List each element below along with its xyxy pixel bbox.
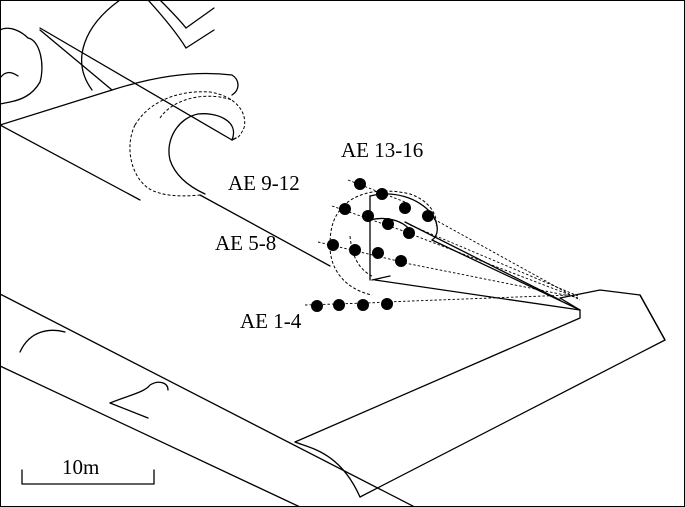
sensor-dot: [327, 239, 339, 251]
sensor-dot: [372, 247, 384, 259]
rock-outline-left: [0, 27, 43, 105]
label-ae-9-12: AE 9-12: [228, 171, 300, 195]
sensor-dot: [403, 227, 415, 239]
sensor-group-ae-13-16: [347, 178, 434, 222]
sensor-dot: [311, 300, 323, 312]
tunnel-collar: [129, 91, 246, 197]
sensor-dot: [333, 299, 345, 311]
label-ae-1-4: AE 1-4: [240, 309, 302, 333]
sensor-dot: [399, 202, 411, 214]
label-ae-5-8: AE 5-8: [215, 231, 276, 255]
sensor-dot: [339, 203, 351, 215]
sensor-dot: [381, 298, 393, 310]
label-ae-13-16: AE 13-16: [341, 138, 423, 162]
drift-collar: [329, 190, 437, 296]
main-tunnel: [0, 27, 581, 507]
sensor-dot: [395, 255, 407, 267]
sensor-group-ae-1-4: [304, 298, 396, 312]
sensor-group-ae-5-8: [317, 239, 407, 267]
rock-detail: [0, 71, 19, 79]
sensor-group-ae-9-12: [331, 203, 415, 239]
scale-bar: 10m: [21, 455, 155, 485]
sensor-dot: [382, 218, 394, 230]
ray-paths: [384, 216, 581, 303]
sensor-dot: [349, 244, 361, 256]
lower-drift: [0, 329, 301, 507]
face-platform: [294, 289, 666, 498]
scale-bar-label: 10m: [62, 455, 99, 479]
sensor-dot: [354, 178, 366, 190]
sensor-dot: [357, 299, 369, 311]
sensor-dot: [422, 210, 434, 222]
sensor-dot: [362, 210, 374, 222]
sensor-dot: [376, 188, 388, 200]
upper-tunnel: [81, 0, 215, 91]
